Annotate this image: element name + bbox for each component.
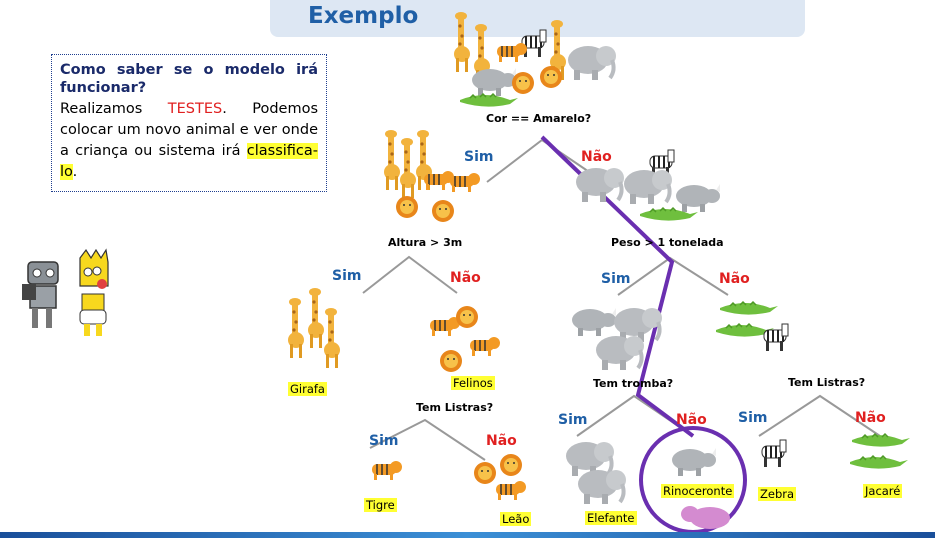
stripes-left-yes-label: Sim (369, 433, 399, 449)
root-yes-label: Sim (464, 149, 494, 165)
pink-rhino-image (680, 502, 730, 529)
yellow-animals-image (384, 130, 481, 222)
leaf-leao: Leão (500, 512, 532, 526)
right-question: Peso > 1 tonelada (611, 236, 724, 249)
light-animals-image (715, 301, 789, 352)
title-bar (270, 0, 805, 37)
root-branch (486, 138, 605, 183)
jacare-image (849, 433, 911, 470)
stripes-right-branch (758, 394, 881, 437)
trunk-no-label: Não (676, 412, 707, 428)
info-text-before: Realizamos (60, 101, 168, 117)
felinos-image (429, 306, 501, 372)
left-question: Altura > 3m (388, 236, 463, 249)
leao-image (474, 454, 527, 501)
left-no-label: Não (450, 270, 481, 286)
left-branch (362, 255, 458, 294)
leaf-felinos: Felinos (451, 376, 495, 390)
info-text-after: . (72, 164, 78, 180)
right-no-label: Não (719, 271, 750, 287)
stripes-right-question: Tem Listras? (788, 376, 866, 389)
stripes-right-yes-label: Sim (738, 410, 768, 426)
left-yes-label: Sim (332, 268, 362, 284)
root-no-label: Não (581, 149, 612, 165)
girafa-image (288, 288, 340, 368)
trunk-yes-label: Sim (558, 412, 588, 428)
root-animals-image (454, 12, 618, 108)
elefante-image (564, 440, 628, 506)
info-question: Como saber se o modelo irá funcionar? (60, 62, 318, 96)
stripes-left-question: Tem Listras? (416, 401, 494, 414)
stripes-right-no-label: Não (855, 410, 886, 426)
bottom-bar (0, 532, 935, 538)
leaf-rinoceronte: Rinoceronte (661, 484, 735, 498)
classification-path (540, 135, 695, 438)
stripes-left-branch (369, 418, 486, 461)
robot-image (22, 261, 59, 328)
boy-image (79, 248, 109, 336)
stripes-left-no-label: Não (486, 433, 517, 449)
leaf-jacare: Jacaré (863, 484, 903, 498)
zebra-image (761, 439, 787, 468)
info-testes: TESTES (167, 101, 223, 117)
leaf-elefante: Elefante (585, 511, 637, 525)
info-box: Como saber se o modelo irá funcionar? Re… (51, 54, 327, 192)
page-title: Exemplo (308, 3, 419, 29)
leaf-tigre: Tigre (364, 498, 397, 512)
leaf-girafa: Girafa (288, 382, 327, 396)
root-question: Cor == Amarelo? (486, 112, 592, 125)
info-text-middle: . Podemos colocar um novo animal e ver o… (60, 101, 318, 159)
trunk-question: Tem tromba? (593, 377, 674, 390)
rinoceronte-image (672, 448, 716, 476)
right-yes-label: Sim (601, 271, 631, 287)
tigre-image (371, 460, 403, 481)
leaf-zebra: Zebra (758, 487, 797, 501)
